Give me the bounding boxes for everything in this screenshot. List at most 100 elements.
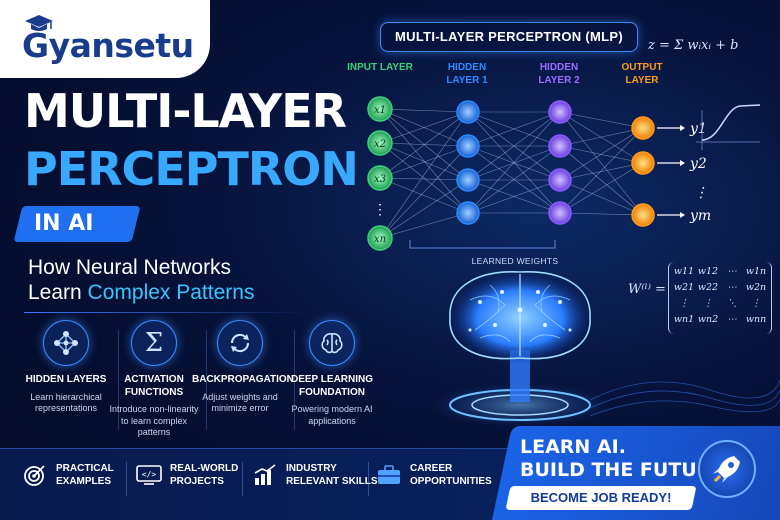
network-edge (467, 145, 561, 214)
layer-label-input: INPUT LAYER (347, 62, 413, 73)
network-edges (379, 108, 644, 239)
output-arrowhead (680, 125, 685, 131)
network-edge (559, 127, 644, 147)
feature-separator (118, 330, 119, 430)
feature-desc: Introduce non-linearity to learn complex… (109, 404, 199, 438)
network-icon (43, 320, 89, 366)
subtitle-highlight: Complex Patterns (87, 281, 255, 304)
neuron-node (367, 130, 393, 156)
rocket-icon (698, 440, 756, 498)
learned-weights-label: LEARNED WEIGHTS (471, 256, 559, 266)
network-edge (379, 142, 469, 147)
network-edge (467, 179, 561, 214)
feature-hidden-layers: HIDDEN LAYERS Learn hierarchical represe… (18, 320, 114, 415)
network-edge (379, 145, 469, 179)
matrix-cell: w11 (673, 266, 695, 277)
network-edge (379, 142, 469, 181)
code-icon: </> (136, 462, 162, 488)
bottom-item-line2: PROJECTS (170, 476, 224, 487)
neuron-node (631, 151, 655, 175)
network-edge (379, 108, 469, 113)
bar-chart-icon (252, 462, 278, 488)
wave-decoration (589, 379, 780, 417)
network-edge (379, 212, 469, 239)
feature-title: ACTIVATION FUNCTIONS (124, 374, 184, 398)
network-edge (559, 111, 644, 164)
weight-matrix-bracket (668, 262, 772, 334)
svg-text:</>: </> (142, 470, 157, 479)
bottom-item-line2: OPPORTUNITIES (410, 476, 492, 487)
network-edge (559, 145, 644, 216)
bottom-item-line1: CAREER (410, 463, 453, 474)
network-edge (559, 127, 644, 181)
feature-title: BACKPROPAGATION (192, 374, 294, 385)
feature-separator (206, 330, 207, 430)
matrix-cell: w12 (697, 266, 719, 277)
feature-title: DEEP LEARNING FOUNDATION (290, 374, 374, 398)
matrix-cell: wn1 (673, 314, 695, 325)
network-edge (559, 111, 644, 216)
activation-curve (696, 104, 761, 150)
bottom-item-line1: PRACTICAL (56, 463, 114, 474)
network-edge (467, 111, 561, 181)
weights-bracket (409, 240, 556, 249)
bottom-item-line1: INDUSTRY (286, 463, 337, 474)
network-edge (559, 111, 644, 129)
network-edge (379, 111, 469, 144)
neuron-node (456, 201, 480, 225)
ellipsis-marker: ⋮ (373, 201, 387, 217)
feature-activation: Σ ACTIVATION FUNCTIONS Introduce non-lin… (106, 320, 202, 439)
feature-desc: Adjust weights and minimize error (202, 391, 278, 414)
neuron-node (456, 100, 480, 124)
layer-label-hidden1: HIDDEN LAYER 1 (446, 62, 488, 86)
network-edge (559, 162, 644, 214)
matrix-cell: ⋱ (727, 298, 737, 309)
matrix-cell: wn2 (697, 314, 719, 325)
network-edge (379, 108, 469, 214)
network-edge (467, 145, 561, 181)
bottom-item-career: CAREER OPPORTUNITIES (376, 462, 492, 488)
mlp-title: MULTI-LAYER PERCEPTRON (MLP) (395, 29, 623, 44)
matrix-row: ⋮⋮⋱⋮ (672, 298, 768, 314)
brand-logo[interactable]: Gyansetu (22, 26, 194, 65)
matrix-cell: w2n (745, 282, 767, 293)
feature-backprop: BACKPROPAGATION Adjust weights and minim… (192, 320, 294, 415)
weighted-sum-formula: z = Σ wᵢxᵢ + b (648, 38, 739, 53)
neuron-node (548, 168, 572, 192)
graduation-cap-icon (25, 15, 53, 31)
brain-icon (309, 320, 355, 366)
subtitle-line1: How Neural Networks (28, 256, 232, 279)
input-node-label: xn (374, 234, 386, 245)
glowing-brain-illustration (430, 271, 610, 427)
network-edge (379, 177, 469, 181)
feature-separator (294, 330, 295, 430)
network-edge (379, 145, 469, 239)
matrix-cell: ⋮ (679, 298, 689, 309)
input-node-label: x3 (374, 174, 386, 185)
cta-button-label[interactable]: BECOME JOB READY! (530, 490, 672, 505)
neuron-node (631, 203, 655, 227)
subtitle-prefix: Learn (28, 281, 88, 304)
sigma-icon: Σ (131, 320, 177, 366)
matrix-cell: ⋮ (751, 298, 761, 309)
bottom-separator (368, 462, 369, 496)
headline-line2: PERCEPTRON (24, 142, 359, 196)
network-edge (379, 111, 469, 179)
network-edge (559, 145, 644, 164)
target-icon (22, 462, 48, 488)
cta-line2: BUILD THE FUTURE. (520, 459, 732, 481)
output-arrowhead (680, 160, 685, 166)
network-edge (467, 111, 561, 147)
weight-matrix-label: W⁽ˡ⁾ = (628, 282, 666, 297)
matrix-cell: ⋯ (727, 282, 737, 293)
feature-desc: Learn hierarchical representations (30, 391, 102, 414)
in-ai-badge-text: IN AI (34, 211, 94, 236)
matrix-cell: ⋯ (727, 314, 737, 325)
bottom-separator (126, 462, 127, 496)
feature-deep-learning: DEEP LEARNING FOUNDATION Powering modern… (284, 320, 380, 427)
